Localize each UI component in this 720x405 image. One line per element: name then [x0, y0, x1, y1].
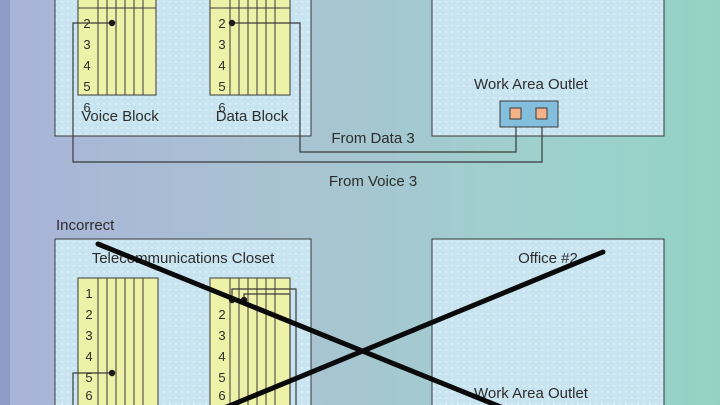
bottom-outlet-label: Work Area Outlet [474, 385, 589, 402]
voice-terminal-dot [108, 19, 116, 27]
top-voice-num-6: 6 [83, 100, 90, 115]
bottom-office-panel [431, 238, 665, 405]
top-voice-num-5: 5 [83, 79, 90, 94]
bottom-voice-block [77, 277, 159, 405]
bottom-data-num-4: 4 [218, 349, 225, 364]
incorrect-x-mark [95, 241, 606, 405]
bottom-voice-num-3: 3 [85, 328, 92, 343]
top-data-block [209, 0, 291, 96]
data-terminal-dot [228, 19, 236, 27]
left-border [0, 0, 10, 405]
bottom-voice-terminal-dot [108, 369, 116, 377]
top-data-num-2: 2 [218, 16, 225, 31]
bottom-voice-num-2: 2 [85, 307, 92, 322]
bottom-voice-num-1: 1 [85, 286, 92, 301]
bottom-voice-num-6: 6 [85, 388, 92, 403]
top-voice-num-3: 3 [83, 37, 90, 52]
incorrect-label: Incorrect [56, 217, 115, 234]
voice-block-label: Voice Block [81, 108, 159, 125]
top-voice-num-4: 4 [83, 58, 90, 73]
top-data-num-6: 6 [218, 100, 225, 115]
bottom-data-num-2: 2 [218, 307, 225, 322]
bottom-data-num-6: 6 [218, 388, 225, 403]
top-data-num-5: 5 [218, 79, 225, 94]
from-voice-label: From Voice 3 [329, 173, 417, 190]
bottom-voice-num-4: 4 [85, 349, 92, 364]
data-block-label: Data Block [216, 108, 289, 125]
bottom-voice-num-5: 5 [85, 370, 92, 385]
office-title: Office #2 [518, 250, 578, 267]
top-wires [72, 22, 543, 163]
top-outlet-label: Work Area Outlet [474, 76, 589, 93]
top-voice-block [77, 0, 157, 96]
top-data-num-4: 4 [218, 58, 225, 73]
from-data-label: From Data 3 [331, 130, 414, 147]
bottom-data-num-3: 3 [218, 328, 225, 343]
closet-title: Telecommunications Closet [92, 250, 275, 267]
top-work-area-outlet [499, 100, 559, 128]
top-data-num-3: 3 [218, 37, 225, 52]
bottom-data-num-5: 5 [218, 370, 225, 385]
